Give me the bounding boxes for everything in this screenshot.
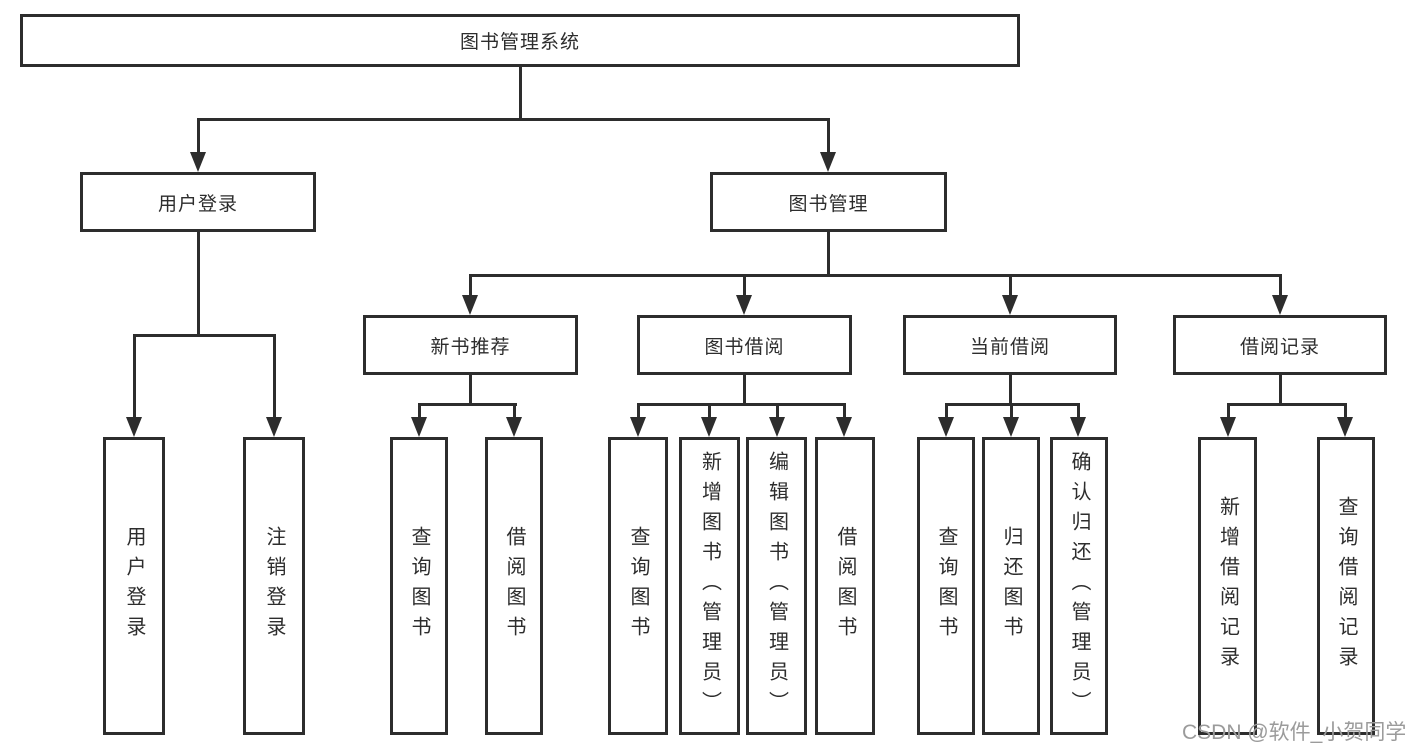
- node-current-borrowing: 当前借阅: [903, 315, 1117, 375]
- edge-to-current-borrowing: [1009, 274, 1012, 299]
- edge-book-borrowing-stem: [743, 373, 746, 405]
- node-book-borrowing: 图书借阅: [637, 315, 852, 375]
- edge-book-management-stem: [827, 230, 830, 276]
- node-new-book-recommendation: 新书推荐: [363, 315, 578, 375]
- edge-user-login-bar: [133, 334, 276, 337]
- edge-user-login-stem: [197, 230, 200, 336]
- leaf-confirm-return-admin: 确认归还（管理员）: [1050, 437, 1108, 735]
- edge-to-new-book: [469, 274, 472, 299]
- edge-to-confirm-return: [1077, 403, 1080, 419]
- edge-to-book-management: [827, 118, 830, 156]
- arrowhead-query-borrow-record: [1337, 417, 1353, 437]
- arrowhead-query-books-2: [630, 417, 646, 437]
- edge-new-book-stem: [469, 373, 472, 405]
- node-book-management: 图书管理: [710, 172, 947, 232]
- edge-book-management-bar: [469, 274, 1282, 277]
- edge-root-stem: [519, 67, 522, 120]
- edge-to-borrowing-records: [1279, 274, 1282, 299]
- arrowhead-borrowing-records: [1272, 295, 1288, 315]
- edge-to-query-books-1: [418, 403, 421, 419]
- node-library-management-system: 图书管理系统: [20, 14, 1020, 67]
- arrowhead-book-management: [820, 152, 836, 172]
- leaf-query-borrow-record: 查询借阅记录: [1317, 437, 1375, 735]
- leaf-add-borrow-record: 新增借阅记录: [1198, 437, 1257, 735]
- arrowhead-borrow-books-2: [836, 417, 852, 437]
- edge-to-query-books-2: [637, 403, 640, 419]
- leaf-query-books-2: 查询图书: [608, 437, 668, 735]
- leaf-borrow-books-2: 借阅图书: [815, 437, 875, 735]
- edge-book-borrowing-bar: [637, 403, 846, 406]
- arrowhead-confirm-return: [1070, 417, 1086, 437]
- leaf-borrow-books-1: 借阅图书: [485, 437, 543, 735]
- edge-to-add-books: [708, 403, 711, 419]
- edge-borrowing-records-bar: [1227, 403, 1347, 406]
- arrowhead-leaf-user-login: [126, 417, 142, 437]
- arrowhead-query-books-3: [938, 417, 954, 437]
- arrowhead-leaf-logout: [266, 417, 282, 437]
- edge-to-user-login: [197, 118, 200, 156]
- edge-to-return-books: [1010, 403, 1013, 419]
- edge-to-add-borrow-record: [1227, 403, 1230, 419]
- edge-to-query-books-3: [945, 403, 948, 419]
- leaf-add-books-admin: 新增图书（管理员）: [679, 437, 740, 735]
- leaf-query-books-3: 查询图书: [917, 437, 975, 735]
- edge-to-leaf-logout: [273, 334, 276, 419]
- node-user-login: 用户登录: [80, 172, 316, 232]
- edge-to-query-borrow-record: [1344, 403, 1347, 419]
- arrowhead-add-borrow-record: [1220, 417, 1236, 437]
- edge-to-borrow-books-2: [843, 403, 846, 419]
- arrowhead-user-login: [190, 152, 206, 172]
- leaf-edit-books-admin: 编辑图书（管理员）: [746, 437, 807, 735]
- edge-current-borrowing-stem: [1009, 373, 1012, 405]
- arrowhead-query-books-1: [411, 417, 427, 437]
- edge-to-book-borrowing: [743, 274, 746, 299]
- arrowhead-add-books: [701, 417, 717, 437]
- node-borrowing-records: 借阅记录: [1173, 315, 1387, 375]
- arrowhead-new-book: [462, 295, 478, 315]
- edge-to-edit-books: [776, 403, 779, 419]
- arrowhead-borrow-books-1: [506, 417, 522, 437]
- leaf-user-login: 用户登录: [103, 437, 165, 735]
- edge-root-bar: [197, 118, 830, 121]
- edge-new-book-bar: [418, 403, 517, 406]
- leaf-return-books: 归还图书: [982, 437, 1040, 735]
- arrowhead-return-books: [1003, 417, 1019, 437]
- edge-to-leaf-user-login: [133, 334, 136, 419]
- leaf-query-books-1: 查询图书: [390, 437, 448, 735]
- edge-borrowing-records-stem: [1279, 373, 1282, 405]
- arrowhead-book-borrowing: [736, 295, 752, 315]
- arrowhead-current-borrowing: [1002, 295, 1018, 315]
- edge-to-borrow-books-1: [513, 403, 516, 419]
- csdn-watermark: CSDN @软件_小贺同学: [1182, 721, 1405, 744]
- arrowhead-edit-books: [769, 417, 785, 437]
- leaf-logout-login: 注销登录: [243, 437, 305, 735]
